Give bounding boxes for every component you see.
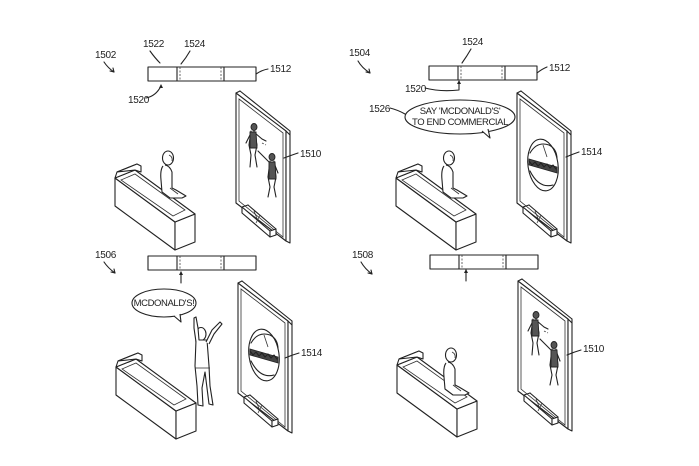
label-1522: 1522 bbox=[143, 39, 165, 50]
speech-bubble-1526: SAY 'MCDONALD'S' TO END COMMERCIAL bbox=[404, 99, 516, 139]
label-panel-1504: 1504 bbox=[349, 48, 371, 59]
label-1512: 1512 bbox=[549, 63, 571, 74]
timeline-bar bbox=[147, 66, 257, 82]
label-1510: 1510 bbox=[300, 149, 322, 160]
label-panel-1502: 1502 bbox=[95, 50, 117, 61]
bubble-text: MCDONALD'S! bbox=[134, 298, 195, 309]
label-1510: 1510 bbox=[583, 344, 605, 355]
panel-1508: 1508 1510 bbox=[352, 250, 605, 438]
tv-display-1514 bbox=[237, 280, 293, 434]
seated-viewer bbox=[443, 347, 470, 396]
label-1524: 1524 bbox=[184, 39, 206, 50]
label-1514: 1514 bbox=[301, 348, 323, 359]
label-1512: 1512 bbox=[270, 64, 292, 75]
panel-pointer-arrow bbox=[103, 61, 115, 73]
timeline-bar bbox=[147, 255, 257, 271]
tv-display-1510 bbox=[517, 278, 573, 432]
tv-display-1514 bbox=[516, 90, 572, 244]
bubble-line-2: TO END COMMERCIAL bbox=[412, 117, 508, 128]
label-panel-1506: 1506 bbox=[95, 250, 117, 261]
timeline-bar bbox=[428, 65, 538, 81]
couch bbox=[114, 163, 196, 251]
couch bbox=[115, 352, 197, 440]
standing-viewer-arms-raised bbox=[193, 316, 223, 407]
label-1524: 1524 bbox=[462, 37, 484, 48]
speech-bubble-shout: MCDONALD'S! bbox=[131, 288, 197, 323]
label-1526: 1526 bbox=[369, 104, 391, 115]
label-1514: 1514 bbox=[581, 147, 603, 158]
bubble-line-1: SAY 'MCDONALD'S' bbox=[420, 106, 501, 117]
panel-1502: 1502 1522 1524 1512 1520 1510 bbox=[95, 39, 322, 251]
couch bbox=[395, 163, 477, 251]
label-1520: 1520 bbox=[405, 84, 427, 95]
tv-display-1510 bbox=[235, 90, 291, 244]
panel-1506: 1506 MCDONALD'S! 1514 bbox=[95, 250, 323, 440]
timeline-bar bbox=[429, 254, 539, 270]
label-panel-1508: 1508 bbox=[352, 250, 374, 261]
panel-1504: 1504 1524 1512 1520 SAY 'MCDONALD'S' TO … bbox=[349, 37, 603, 251]
label-1520: 1520 bbox=[128, 95, 150, 106]
seated-viewer bbox=[441, 150, 468, 199]
seated-viewer bbox=[160, 150, 187, 199]
